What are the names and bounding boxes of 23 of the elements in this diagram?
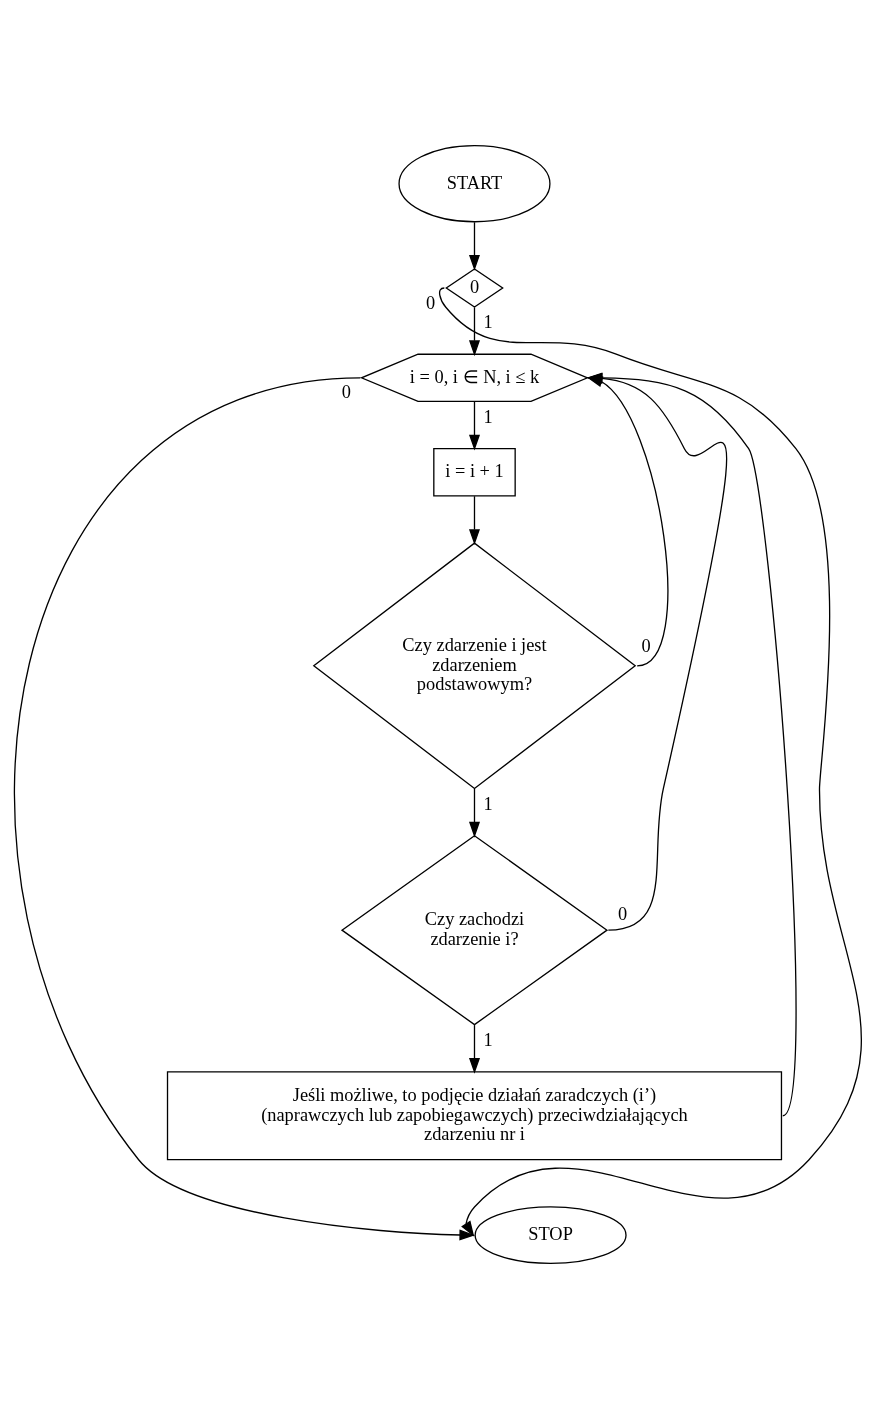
node-box: i = i + 1 [432, 447, 516, 497]
node-diamond: Czy zdarzenie i jest zdarzeniem podstawowym? [312, 541, 636, 789]
arrow [468, 1023, 480, 1074]
node-diamond: 0 [444, 267, 504, 308]
arrow [468, 495, 480, 545]
node-ellipse: START [397, 144, 551, 222]
arrow [468, 400, 480, 451]
edge-label: 1 [482, 406, 493, 427]
edge-label: 1 [482, 311, 493, 332]
arrow [14, 376, 475, 1241]
node-diamond: Czy zachodzi zdarzenie i? [340, 834, 608, 1025]
arrow [468, 787, 480, 838]
node-ellipse: STOP [474, 1205, 627, 1264]
edge-label: 0 [425, 292, 435, 313]
edge-label: 0 [617, 903, 627, 924]
arrow [468, 221, 480, 271]
arrow [438, 286, 862, 1237]
edge-label: 0 [341, 381, 351, 402]
edge-label: 1 [482, 793, 493, 814]
edge-label: 1 [482, 1029, 493, 1050]
arrow [468, 306, 480, 356]
node-box: Jeśli możliwe, to podjęcie działań zaradczych (i’) (naprawczych lub zapobiegawczych) przeciwdziałających zdarzeniu nr i [166, 1070, 782, 1160]
edge-label: 0 [641, 635, 651, 656]
